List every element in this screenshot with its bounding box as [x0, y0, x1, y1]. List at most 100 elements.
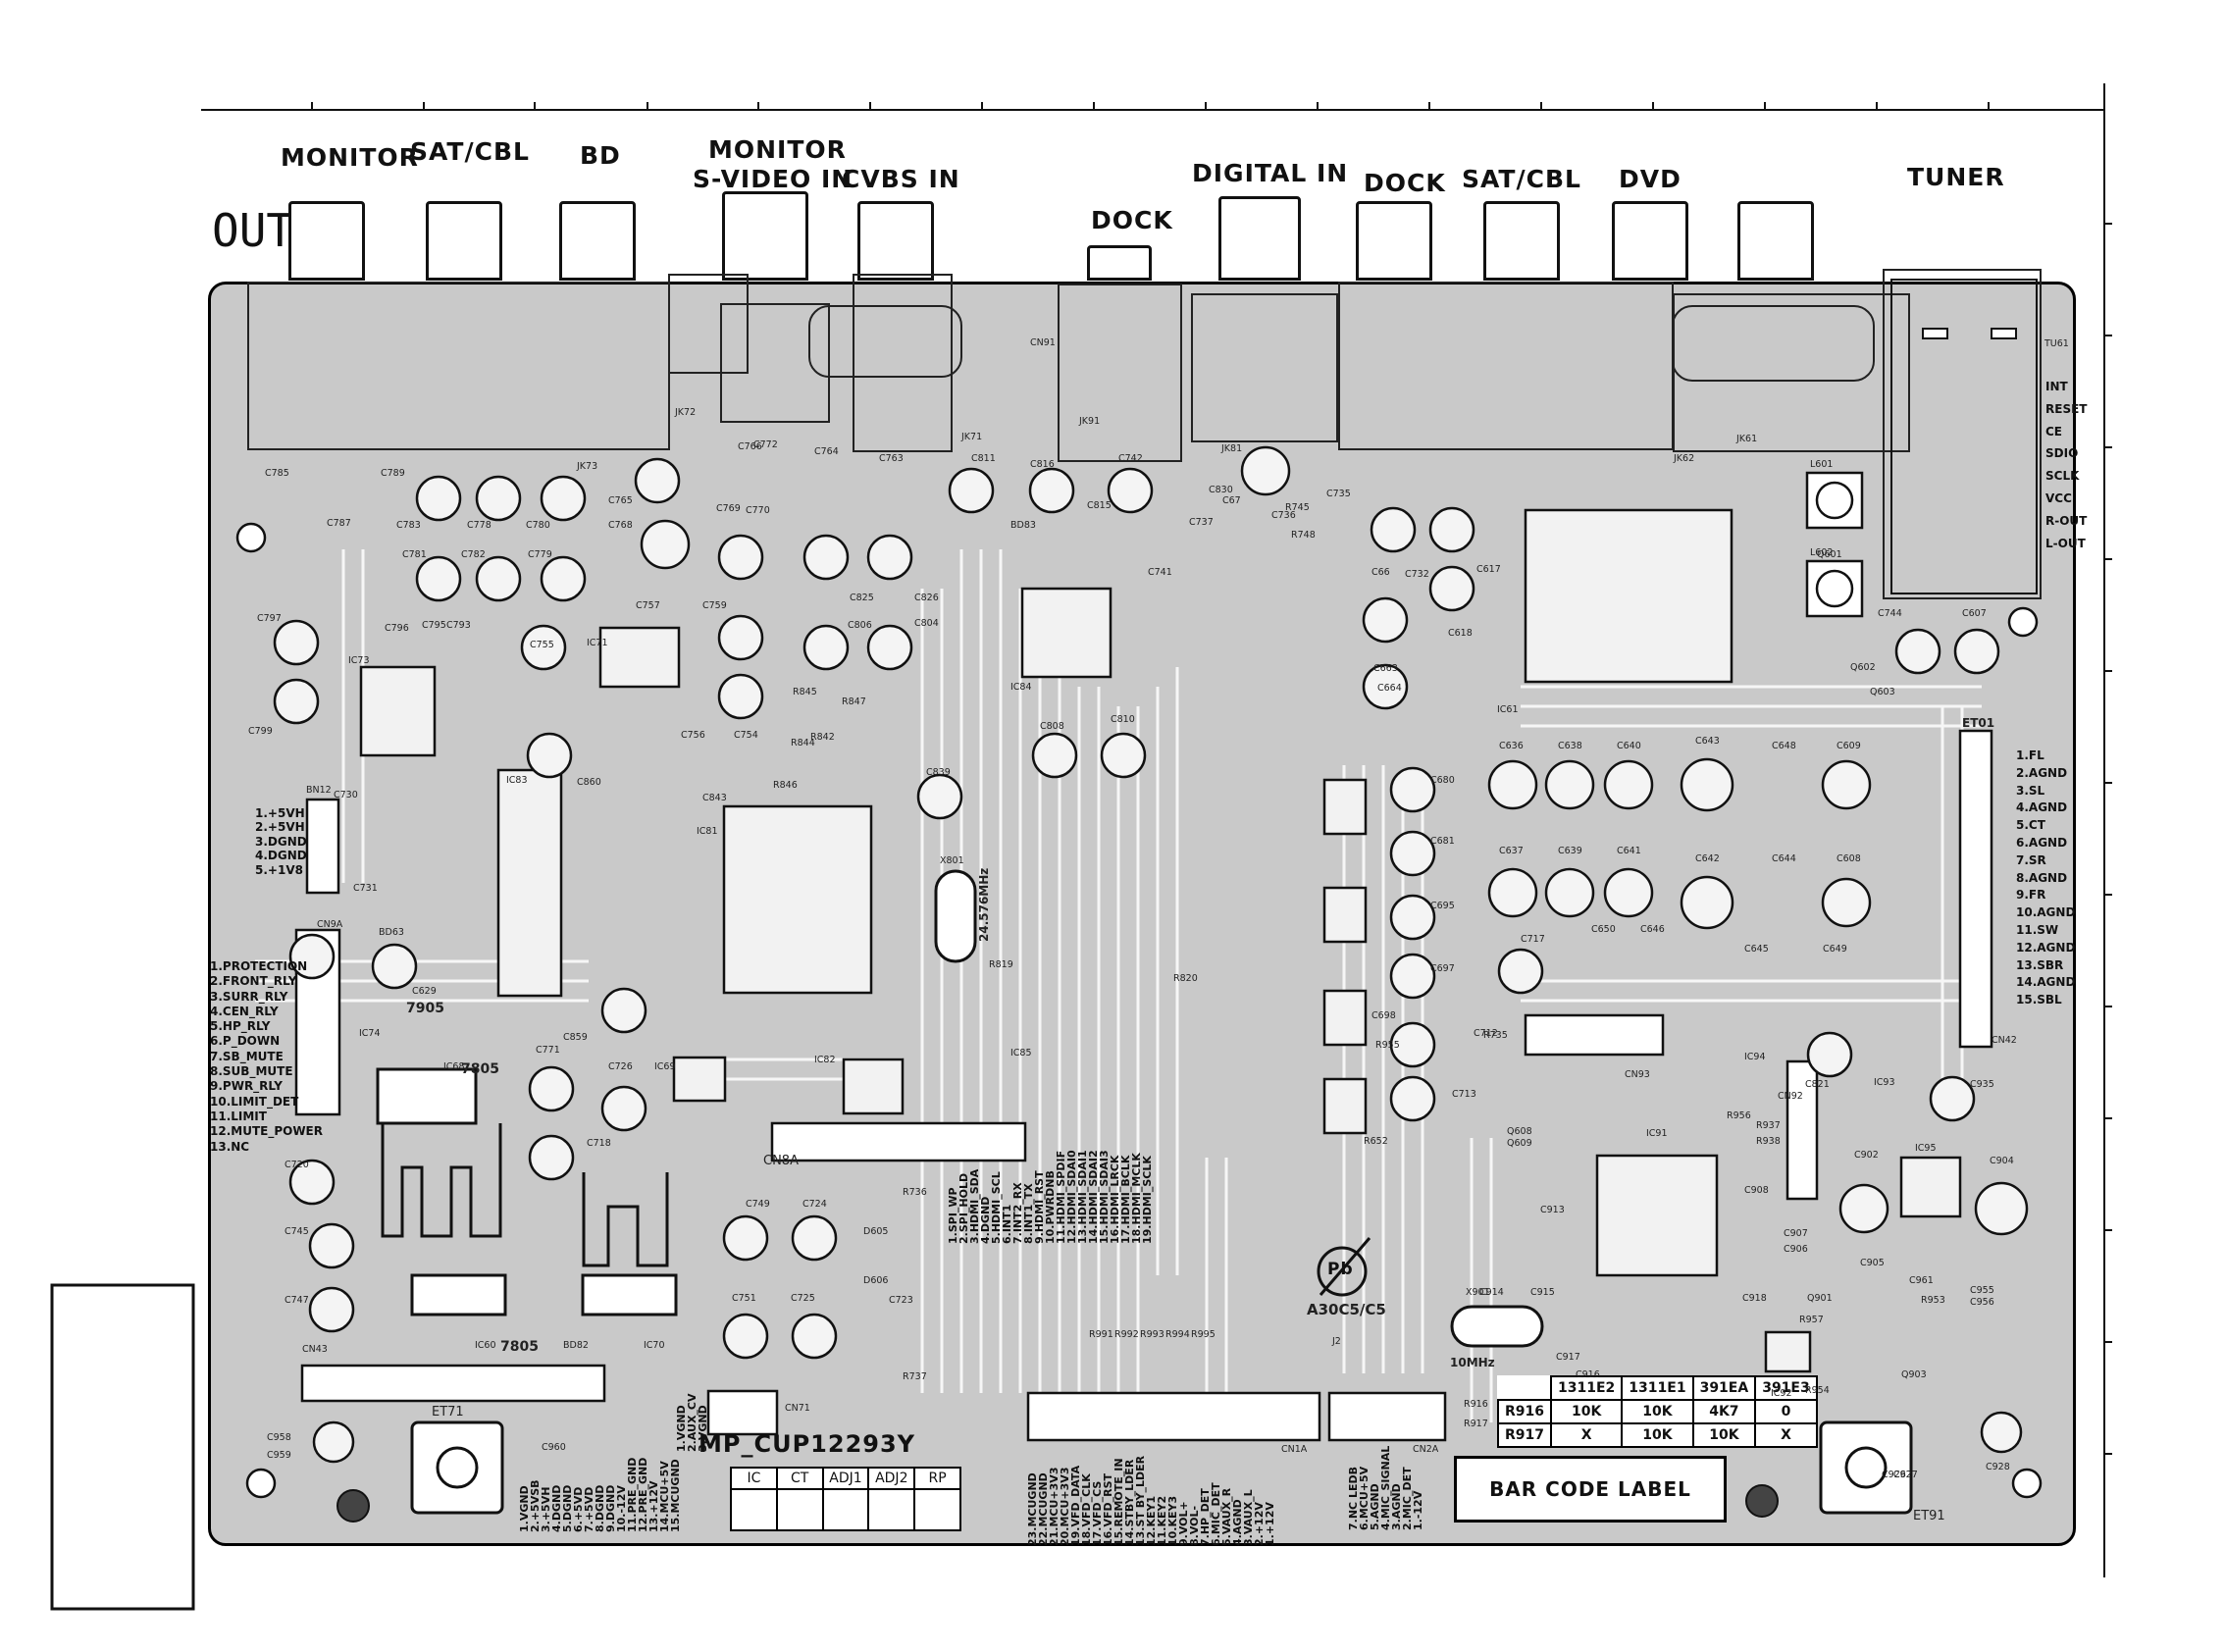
ref-label: C793	[446, 620, 471, 631]
ref-label: BD63	[379, 927, 404, 938]
ic60-label: IC60	[475, 1340, 496, 1351]
ref-label: C751	[732, 1293, 756, 1304]
cn9a-pin: 6.P_DOWN	[210, 1034, 281, 1049]
table-cell	[1498, 1376, 1553, 1401]
ref-label: C915	[1530, 1287, 1555, 1298]
cn9a-pin: 8.SUB_MUTE	[210, 1064, 293, 1079]
ref-label: C608	[1837, 853, 1861, 864]
ref-label: C808	[1040, 721, 1064, 732]
et01-pin: 8.AGND	[2016, 870, 2068, 885]
ref-label: C778	[467, 520, 492, 531]
ref-label: C904	[1990, 1156, 2014, 1166]
ic93-label: IC93	[1874, 1077, 1895, 1088]
table-cell: 1311E1	[1621, 1375, 1694, 1401]
ref-label: C643	[1695, 736, 1720, 747]
ref-label: Q608	[1507, 1126, 1532, 1137]
jack-dvd-in	[1612, 201, 1688, 281]
ref-label: C918	[1742, 1293, 1767, 1304]
ic82-label: IC82	[814, 1055, 836, 1065]
ref-label: C785	[265, 468, 289, 479]
ref-label: R737	[903, 1371, 927, 1382]
ref-label: Q609	[1507, 1138, 1532, 1149]
jack-dock-audio	[1356, 201, 1432, 281]
ic81-label: IC81	[697, 826, 718, 837]
ref-label: C646	[1640, 924, 1665, 935]
tuner-pin-list: INT RESET CE SDIO SCLK VCC R-OUT L-OUT	[2045, 376, 2087, 554]
jack-digital-in	[1218, 196, 1301, 281]
ref-label: Q601	[1817, 549, 1842, 560]
ref-label: Q602	[1850, 662, 1876, 673]
ref-label: C629	[412, 986, 437, 997]
ref-label: C681	[1430, 836, 1455, 847]
ref-label: C783	[396, 520, 421, 531]
ref-label: C757	[636, 600, 660, 611]
bottom-pin-c: 1.+12V	[1264, 1502, 1276, 1546]
et01-pin: 11.SW	[2016, 922, 2059, 937]
et01-pin: 13.SBR	[2016, 957, 2064, 972]
label-svideo-in: S-VIDEO IN	[693, 165, 854, 193]
label-cvbs-in: CVBS IN	[842, 165, 960, 193]
ref-label: C804	[914, 618, 939, 629]
ref-label: C724	[802, 1199, 827, 1210]
ref-label: C725	[791, 1293, 815, 1304]
ref-label: C637	[1499, 846, 1524, 856]
ref-label: C744	[1878, 608, 1902, 619]
ref-label: C780	[526, 520, 550, 531]
ic83-label: IC83	[506, 775, 528, 786]
jack-extra-in	[1737, 201, 1814, 281]
l601-label: L601	[1810, 459, 1834, 470]
bn12-label: BN12	[306, 785, 332, 796]
et01-pin: 12.AGND	[2016, 940, 2076, 955]
ref-label: C810	[1111, 714, 1135, 725]
ref-label: R748	[1291, 530, 1316, 541]
ref-label: R937	[1756, 1120, 1781, 1131]
cn93-label: CN93	[1625, 1069, 1650, 1080]
ref-label: C768	[608, 520, 633, 531]
ref-label: R745	[1285, 502, 1310, 513]
et01-pin: 4.AGND	[2016, 800, 2068, 815]
ref-label: C639	[1558, 846, 1582, 856]
power-pin: 3.DGND	[255, 834, 307, 849]
ref-label: C741	[1148, 567, 1172, 578]
ref-label: C717	[1521, 934, 1545, 945]
ref-label: C641	[1617, 846, 1641, 856]
ref-label: C718	[587, 1138, 611, 1149]
cn9a-pin: 5.HP_RLY	[210, 1019, 271, 1034]
ic7805b-label: 7805	[500, 1339, 539, 1355]
ref-label: C609	[1837, 741, 1861, 751]
ref-label: C756	[681, 730, 705, 741]
cn9a-pin-list: 1.PROTECTION 2.FRONT_RLY 3.SURR_RLY 4.CE…	[210, 959, 323, 1155]
ref-label: R955	[1375, 1040, 1400, 1051]
ic74-label: IC74	[359, 1028, 381, 1039]
ic71-label: IC71	[587, 638, 608, 648]
ref-label: C745	[285, 1226, 309, 1237]
et01-pin: 10.AGND	[2016, 905, 2076, 920]
table-cell: 10K	[1621, 1422, 1694, 1448]
ic7905-label: 7905	[406, 1001, 444, 1016]
ref-label: C607	[1962, 608, 1987, 619]
table-cell: 1311E2	[1550, 1375, 1624, 1401]
ref-label: C713	[1452, 1089, 1476, 1100]
ic94-label: IC94	[1744, 1052, 1766, 1062]
ref-label: C906	[1784, 1244, 1808, 1255]
ref-label: D605	[863, 1226, 889, 1237]
cn9a-pin: 10.LIMIT_DET	[210, 1094, 299, 1109]
ref-label: Q901	[1807, 1293, 1833, 1304]
ref-label: C617	[1476, 564, 1501, 575]
ref-label: C860	[577, 777, 601, 788]
table-cell: 10K	[1550, 1399, 1624, 1424]
jk61-label: JK61	[1736, 434, 1758, 444]
ref-label: R994	[1165, 1329, 1190, 1340]
label-tuner: TUNER	[1907, 163, 2005, 191]
label-sat-cbl-in: SAT/CBL	[1462, 165, 1581, 193]
tuner-pin: VCC	[2045, 490, 2072, 505]
ref-label: BD83	[1010, 520, 1036, 531]
ic85-label: IC85	[1010, 1048, 1032, 1058]
ref-label: C928	[1986, 1462, 2010, 1472]
ic70-label: IC70	[644, 1340, 665, 1351]
ref-label: C642	[1695, 853, 1720, 864]
et01-pin: 15.SBL	[2016, 993, 2062, 1007]
cn9a-pin: 3.SURR_RLY	[210, 989, 288, 1004]
table-cell: 4K7	[1691, 1399, 1757, 1424]
